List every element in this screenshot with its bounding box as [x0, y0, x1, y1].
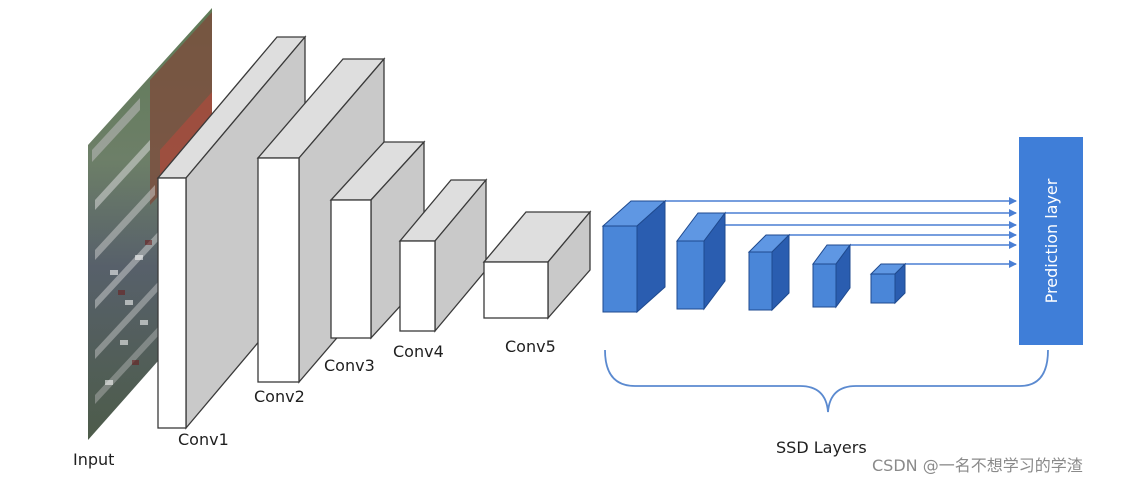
ssd-layer-block	[601, 199, 667, 314]
ssd-layer-block	[812, 243, 851, 309]
conv4-label: Conv4	[393, 342, 444, 361]
conv1-block	[156, 35, 307, 430]
prediction-layer-label: Prediction layer	[1042, 178, 1061, 303]
input-label: Input	[73, 450, 114, 469]
ssd-connectors	[665, 197, 1017, 268]
conv2-label: Conv2	[254, 387, 305, 406]
conv5-label: Conv5	[505, 337, 556, 356]
conv1-label: Conv1	[178, 430, 229, 449]
input-image	[88, 8, 212, 440]
conv5-block	[482, 210, 592, 320]
ssd-layers-label: SSD Layers	[776, 438, 867, 457]
conv3-label: Conv3	[324, 356, 375, 375]
conv4-block	[398, 178, 488, 333]
ssd-layer-block	[747, 233, 791, 312]
ssd-layer-block	[676, 211, 726, 311]
ssd-layer-block	[869, 262, 907, 305]
prediction-layer-block: Prediction layer	[1019, 137, 1083, 345]
ssd-layers-brace	[604, 349, 1049, 413]
watermark-text: CSDN @一名不想学习的学渣	[872, 456, 1083, 475]
